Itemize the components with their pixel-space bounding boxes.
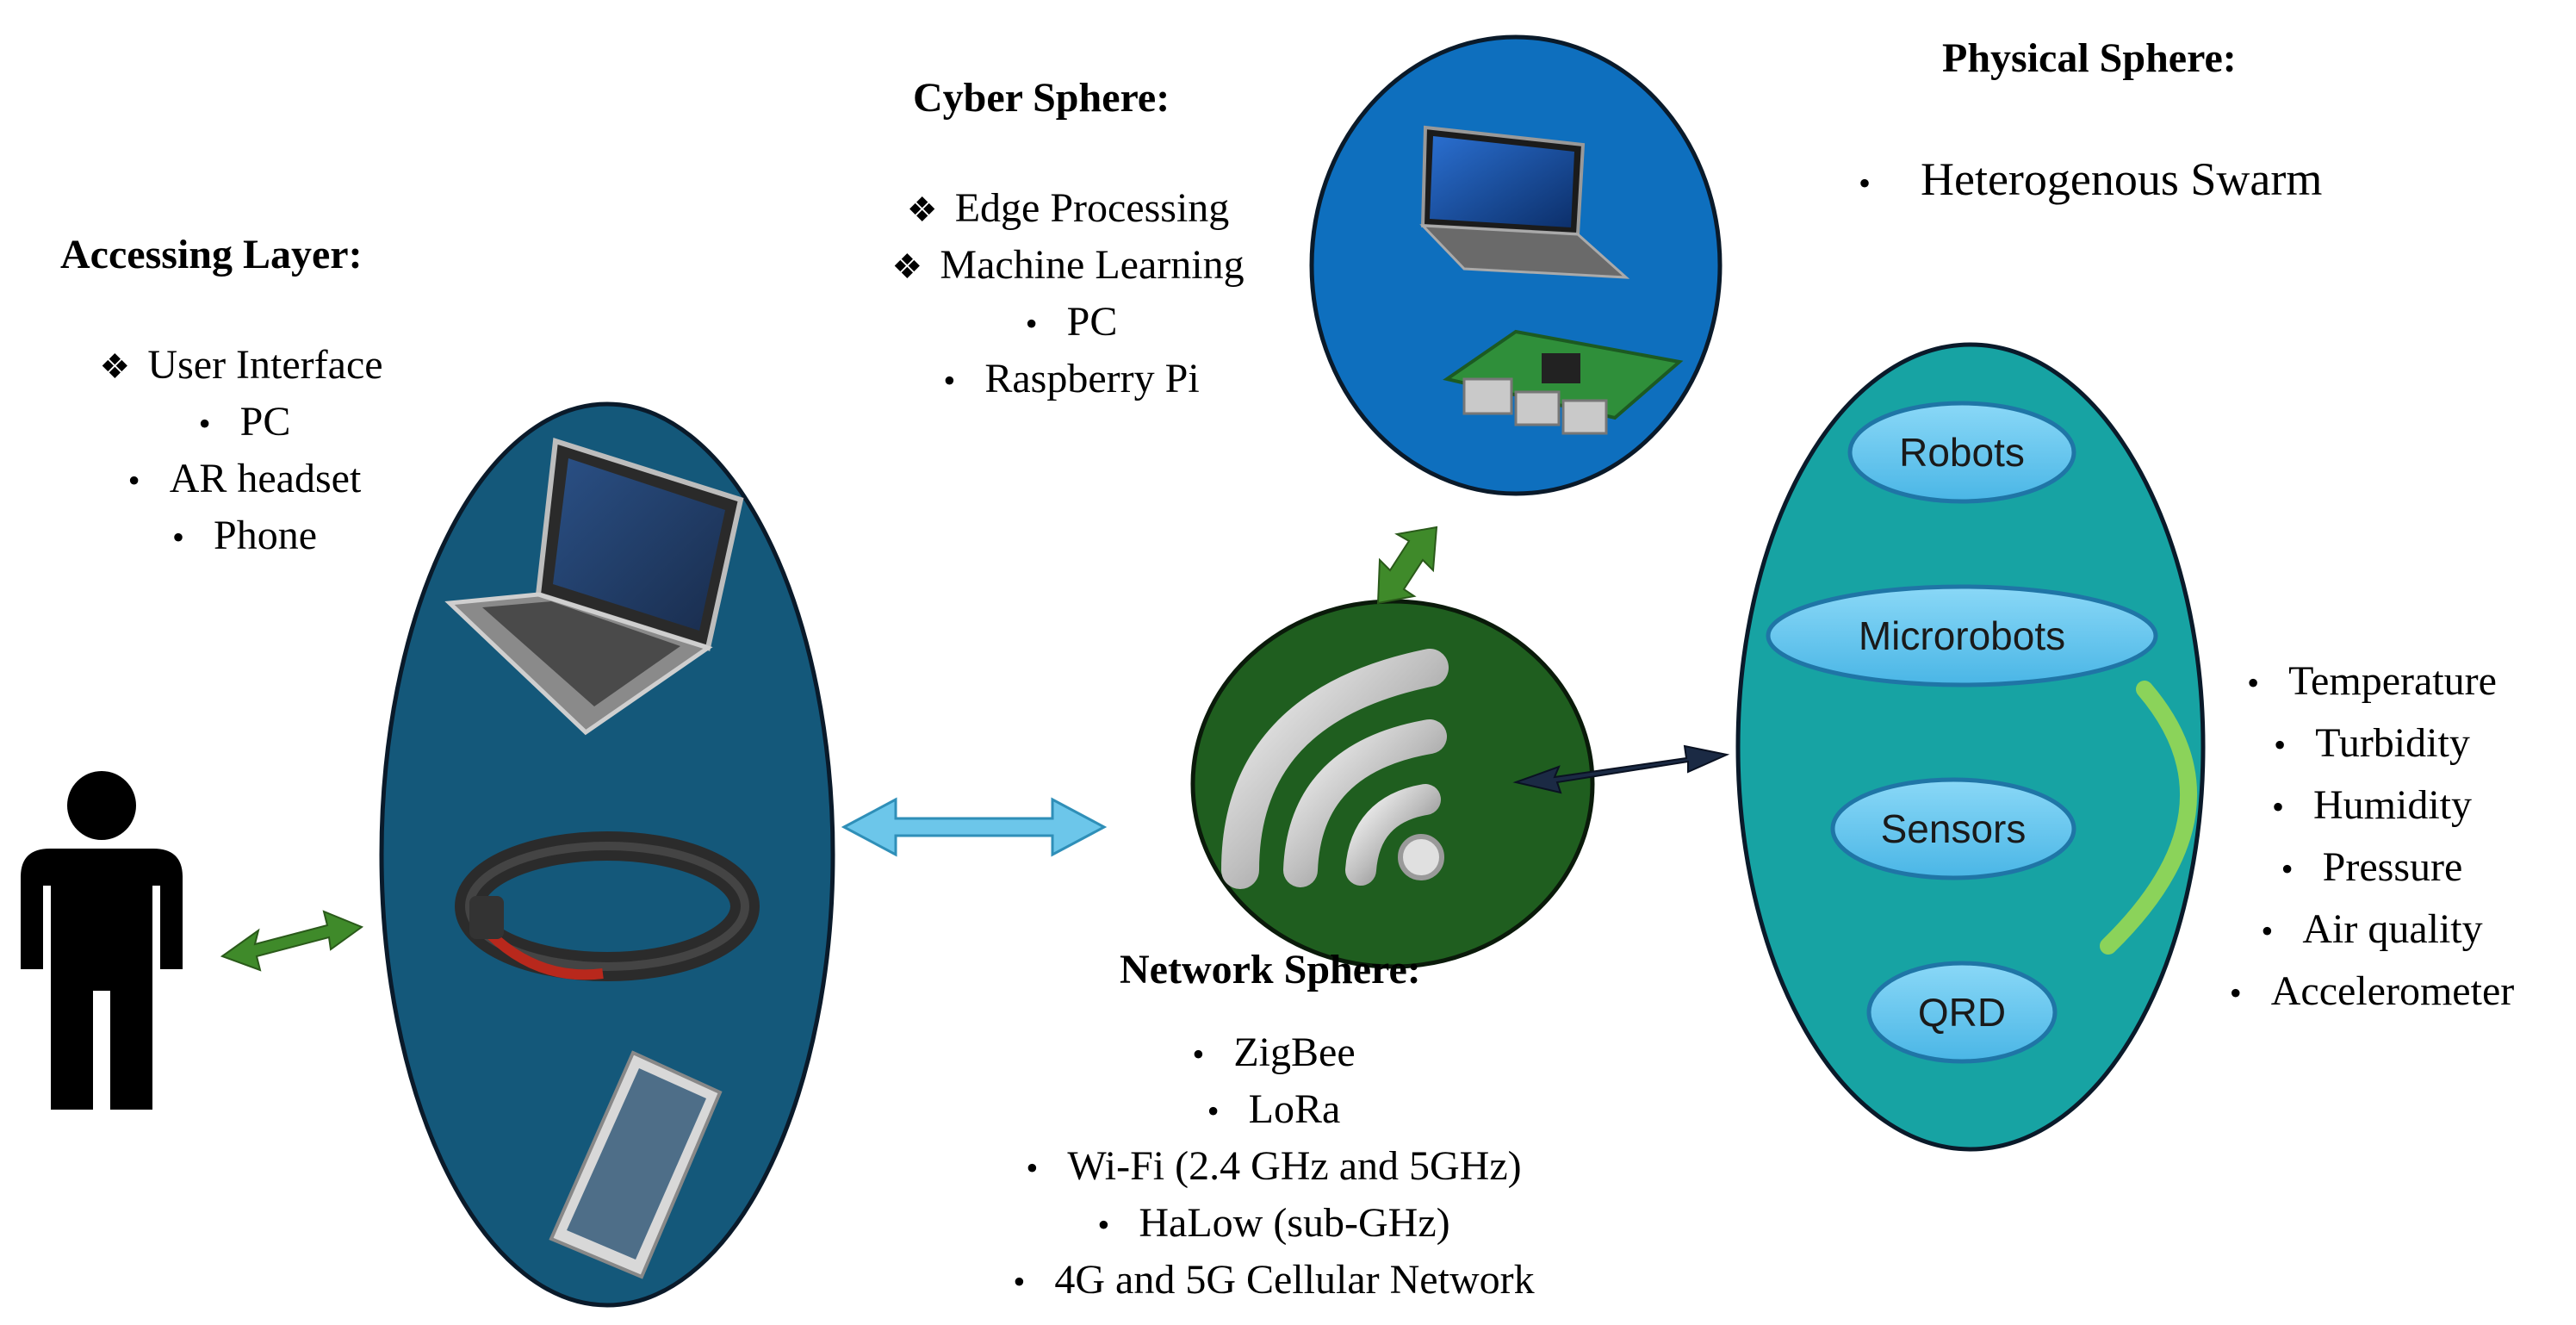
list-item: ❖Machine Learning <box>891 242 1245 288</box>
physical-sphere-ellipse <box>1735 342 2206 1152</box>
node-qrd: QRD <box>1866 961 2058 1064</box>
ar-headset-icon <box>455 831 760 981</box>
list-item: •Wi-Fi (2.4 GHz and 5GHz) <box>1026 1143 1522 1189</box>
list-item: •Turbidity <box>2274 720 2470 766</box>
network-sphere-title: Network Sphere: <box>1120 947 1421 992</box>
cyber-sphere-list: ❖Edge Processing ❖Machine Learning •PC •… <box>827 181 1309 408</box>
arrow-network-cyber <box>1376 526 1438 605</box>
laptop-icon <box>444 438 744 736</box>
list-item: •Heterogenous Swarm <box>1858 153 2323 205</box>
sensor-types-list: •Temperature •Turbidity •Humidity •Press… <box>2162 651 2575 1023</box>
physical-sphere-list: •Heterogenous Swarm <box>1852 152 2322 211</box>
list-item: •ZigBee <box>1192 1030 1356 1075</box>
list-item: •Pressure <box>2281 844 2463 890</box>
node-robots: Robots <box>1847 401 2076 504</box>
accessing-layer-title: Accessing Layer: <box>60 232 363 277</box>
person-icon <box>21 771 183 1110</box>
list-item: •Accelerometer <box>2229 968 2515 1014</box>
node-microrobots: Microrobots <box>1766 584 2158 687</box>
node-sensors: Sensors <box>1830 777 2076 880</box>
node-label: Robots <box>1899 430 2025 475</box>
list-item: ❖User Interface <box>99 342 383 388</box>
node-label: QRD <box>1918 990 2006 1035</box>
wifi-icon <box>1221 649 1449 889</box>
sensor-bracket <box>2100 681 2197 955</box>
list-item: •LoRa <box>1207 1086 1341 1132</box>
list-item: •Phone <box>171 513 317 558</box>
arrow-access-network <box>841 797 1108 857</box>
tablet-pc-icon <box>1419 125 1630 279</box>
phone-icon <box>549 1050 723 1279</box>
list-item: ❖Edge Processing <box>906 185 1230 231</box>
accessing-layer-list: ❖User Interface •PC •AR headset •Phone <box>69 338 413 565</box>
list-item: •Temperature <box>2247 658 2497 704</box>
list-item: •Raspberry Pi <box>943 356 1200 401</box>
list-item: •4G and 5G Cellular Network <box>1013 1257 1535 1303</box>
arrow-network-physical <box>1512 744 1730 794</box>
list-item: •HaLow (sub-GHz) <box>1097 1200 1450 1246</box>
raspberry-pi-icon <box>1443 329 1684 435</box>
network-sphere-list: •ZigBee •LoRa •Wi-Fi (2.4 GHz and 5GHz) … <box>943 1025 1598 1309</box>
physical-sphere-title: Physical Sphere: <box>1942 35 2237 81</box>
list-item: •PC <box>1025 299 1118 345</box>
list-item: •Humidity <box>2271 782 2472 828</box>
arrow-user-access <box>220 910 364 972</box>
cyber-sphere-title: Cyber Sphere: <box>913 75 1170 121</box>
list-item: •AR headset <box>127 456 362 501</box>
node-label: Microrobots <box>1859 613 2065 658</box>
list-item: •PC <box>198 399 291 445</box>
node-label: Sensors <box>1881 806 2027 851</box>
list-item: •Air quality <box>2261 906 2483 952</box>
